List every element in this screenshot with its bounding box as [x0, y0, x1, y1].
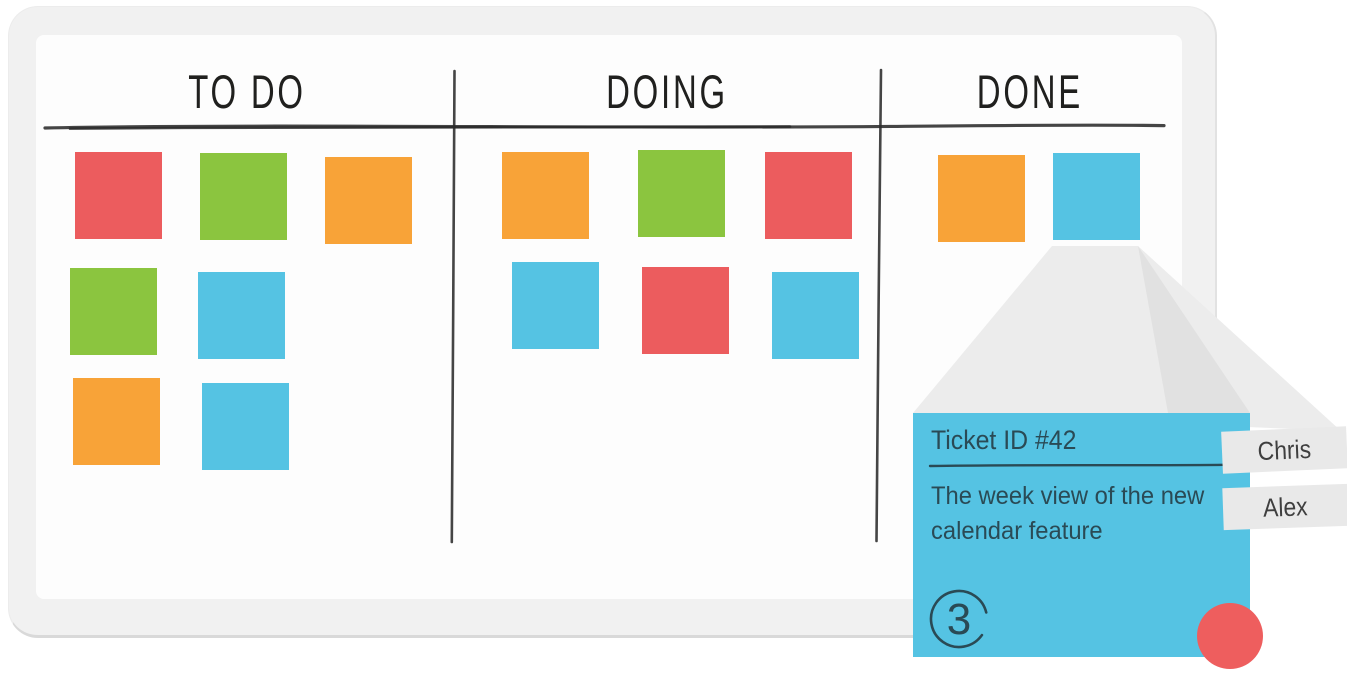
column-header-todo: TO DO — [188, 65, 306, 118]
note-doing-1-orange[interactable] — [502, 152, 589, 239]
note-to-do-2-green[interactable] — [200, 153, 287, 240]
note-doing-4-blue[interactable] — [512, 262, 599, 349]
assignee-tag-alex[interactable]: Alex — [1222, 483, 1347, 531]
red-sticker-dot — [1197, 603, 1263, 669]
note-doing-5-red[interactable] — [642, 267, 729, 354]
story-points-badge: 3 — [929, 589, 989, 649]
note-to-do-5-blue[interactable] — [198, 272, 285, 359]
ticket-title: Ticket ID #42 — [931, 425, 1077, 455]
story-points-value: 3 — [947, 595, 971, 644]
ticket-description: The week view of the new calendar featur… — [931, 482, 1205, 545]
note-doing-2-green[interactable] — [638, 150, 725, 237]
assignee-tag-chris[interactable]: Chris — [1221, 426, 1347, 474]
assignee-name: Alex — [1262, 490, 1309, 523]
note-to-do-7-blue[interactable] — [202, 383, 289, 470]
ticket-card[interactable]: Ticket ID #42 The week view of the new c… — [913, 413, 1250, 657]
note-doing-3-red[interactable] — [765, 152, 852, 239]
note-to-do-3-orange[interactable] — [325, 157, 412, 244]
note-done-2-blue[interactable] — [1053, 153, 1140, 240]
column-header-done: DONE — [976, 65, 1084, 118]
ticket-title-underline — [928, 463, 1227, 468]
note-done-1-orange[interactable] — [938, 155, 1025, 242]
note-to-do-4-green[interactable] — [70, 268, 157, 355]
note-to-do-6-orange[interactable] — [73, 378, 160, 465]
note-to-do-1-red[interactable] — [75, 152, 162, 239]
note-doing-6-blue[interactable] — [772, 272, 859, 359]
column-header-doing: DOING — [606, 65, 728, 118]
assignee-name: Chris — [1257, 433, 1312, 466]
